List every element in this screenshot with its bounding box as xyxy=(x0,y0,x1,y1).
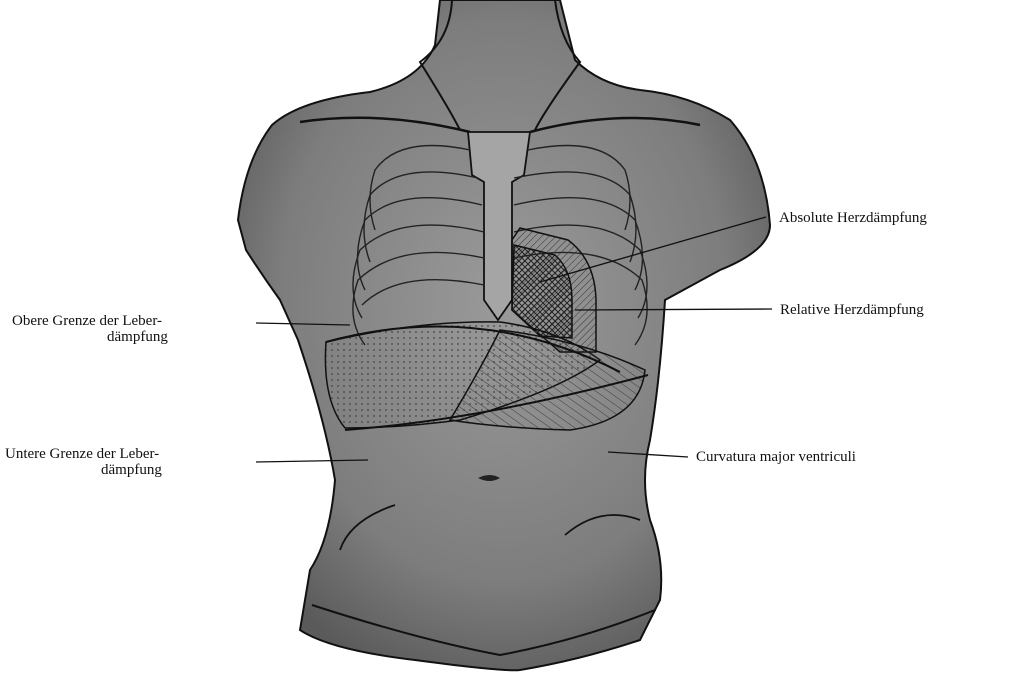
label-obere-grenze-leber: Obere Grenze der Leber- dämpfung xyxy=(12,313,168,345)
obere-grenze-line2: dämpfung xyxy=(12,329,168,345)
obere-grenze-line1: Obere Grenze der Leber- xyxy=(12,313,168,329)
untere-grenze-line2: dämpfung xyxy=(5,462,162,478)
label-curvatura-major: Curvatura major ventriculi xyxy=(696,449,856,465)
label-relative-herzdaempfung: Relative Herzdämpfung xyxy=(780,302,924,318)
label-untere-grenze-leber: Untere Grenze der Leber- dämpfung xyxy=(5,446,162,478)
label-absolute-herzdaempfung: Absolute Herzdämpfung xyxy=(779,210,927,226)
untere-grenze-line1: Untere Grenze der Leber- xyxy=(5,446,162,462)
